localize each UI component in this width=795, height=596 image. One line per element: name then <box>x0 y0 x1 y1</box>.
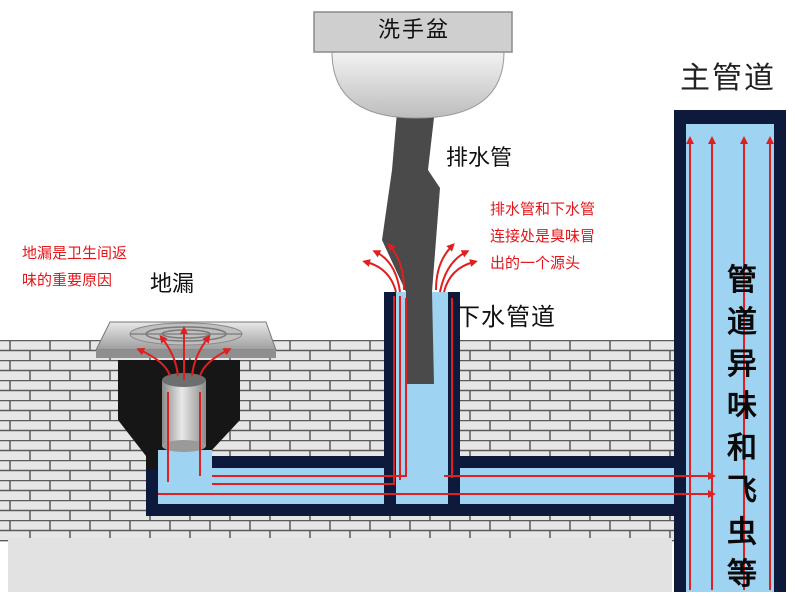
floor-drain-note-line-1: 地漏是卫生间返 <box>22 244 128 262</box>
floor-drain-label: 地漏 <box>150 272 195 297</box>
joint-note-line-3: 出的一个源头 <box>490 254 581 272</box>
drain-pipe-label: 排水管 <box>446 146 513 171</box>
joint-note-line-2: 连接处是臭味冒 <box>490 227 596 245</box>
down-pipe-label: 下水管道 <box>456 303 556 331</box>
vertical-caption: 管道异味和飞虫等 <box>727 263 757 592</box>
floor-drain-note: 地漏是卫生间返 味的重要原因 <box>22 240 127 294</box>
joint-note: 排水管和下水管 连接处是臭味冒 出的一个源头 <box>490 196 595 277</box>
basin-drain-pipe <box>382 100 440 384</box>
floor-drain-note-line-2: 味的重要原因 <box>22 271 113 289</box>
basin-label: 洗手盆 <box>377 18 450 43</box>
flow-arrows <box>136 136 774 590</box>
washbasin <box>313 11 513 119</box>
floor-slab <box>8 538 672 592</box>
main-pipe-label: 主管道 <box>680 61 776 96</box>
joint-note-line-1: 排水管和下水管 <box>490 200 596 218</box>
main-pipe <box>674 110 786 592</box>
